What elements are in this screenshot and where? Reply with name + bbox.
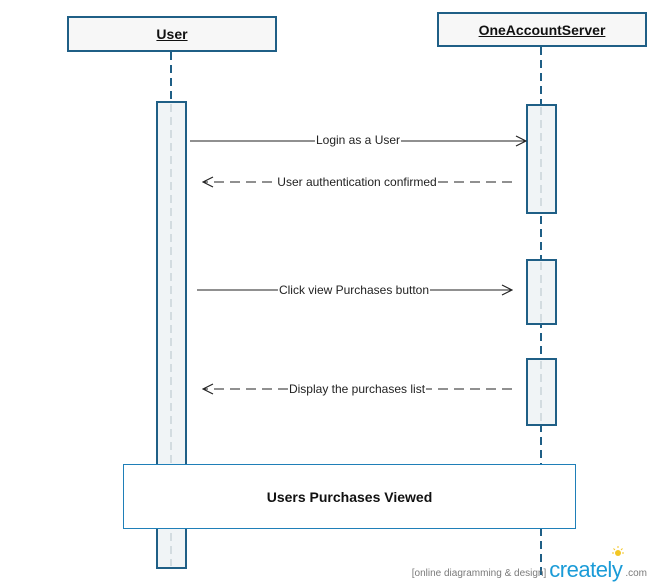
- watermark-suffix: .com: [625, 568, 647, 579]
- lightbulb-icon: [612, 546, 624, 556]
- participant-server-label: OneAccountServer: [478, 21, 606, 38]
- participant-user-label: User: [156, 26, 188, 42]
- message-label-auth-confirmed: User authentication confirmed: [276, 175, 438, 189]
- watermark-tagline: [online diagramming & design]: [411, 568, 547, 579]
- message-label-display-list: Display the purchases list: [287, 382, 427, 396]
- note-box[interactable]: Users Purchases Viewed: [123, 464, 576, 529]
- lifeline-head-server[interactable]: OneAccountServer: [437, 12, 647, 47]
- creately-watermark: [online diagramming & design] creately .…: [411, 546, 647, 582]
- watermark-brand: creately: [549, 557, 623, 582]
- note-text: Users Purchases Viewed: [266, 488, 433, 505]
- message-label-login: Login as a User: [314, 133, 402, 147]
- message-label-click-view-purchases: Click view Purchases button: [277, 283, 431, 297]
- lifeline-head-user[interactable]: User: [67, 16, 277, 52]
